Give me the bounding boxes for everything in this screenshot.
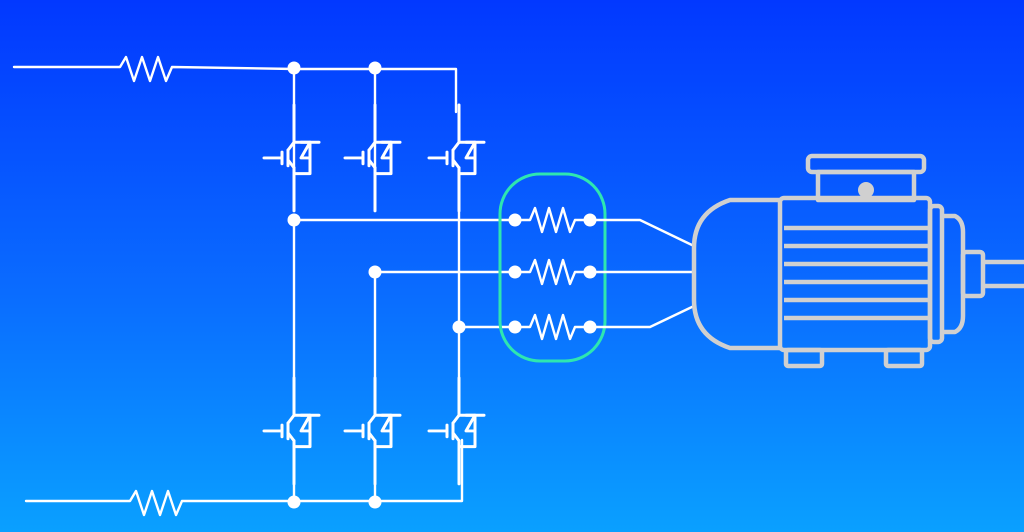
motor-icon: [691, 153, 1024, 369]
bottom-input-line: [24, 438, 464, 517]
top-input-line: [12, 55, 458, 114]
igbt-switch-upper-1: [262, 103, 321, 213]
igbt-switch-upper-3: [427, 103, 486, 213]
igbt-switch-lower-3: [427, 376, 486, 486]
phase-resistor-c: [513, 313, 592, 341]
motor-lead-c: [588, 304, 696, 329]
igbt-switch-lower-2: [343, 376, 402, 486]
junction-dots: [287, 61, 597, 509]
igbt-switch-upper-2: [343, 103, 402, 213]
resistor-highlight-enclosure: [498, 172, 607, 363]
motor-lead-a: [588, 218, 696, 248]
igbt-switch-lower-1: [262, 376, 321, 486]
phase-resistor-b: [513, 258, 592, 286]
phase-resistor-a: [513, 206, 592, 234]
